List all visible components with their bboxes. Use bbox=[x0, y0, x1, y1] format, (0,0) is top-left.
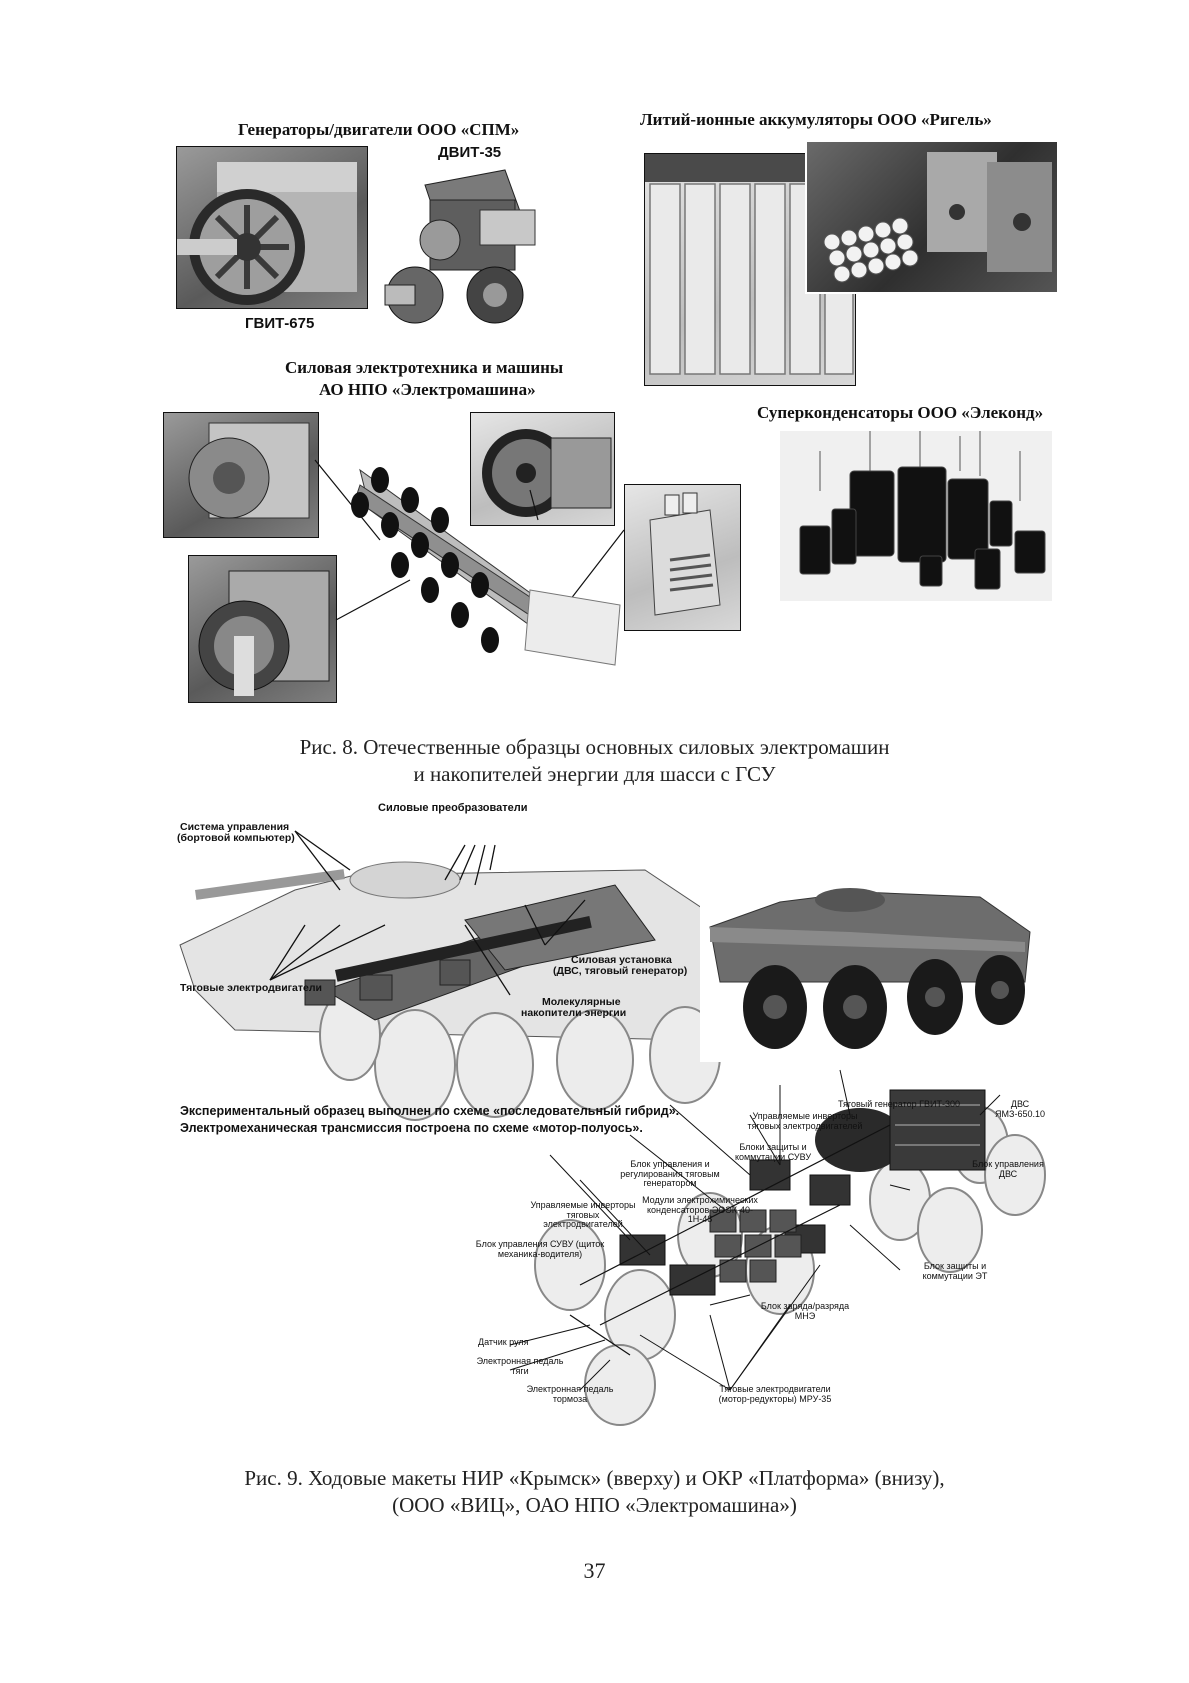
apc-photo-illustration bbox=[709, 888, 1031, 1049]
label-molecular-2: накопители энергии bbox=[521, 1007, 627, 1019]
motor-3-illustration bbox=[482, 429, 612, 517]
label-traction-motors: Тяговые электродвигатели bbox=[180, 982, 322, 994]
fig9-caption-line1: Рис. 9. Ходовые макеты НИР «Крымск» (вве… bbox=[244, 1466, 945, 1490]
motor-1-illustration bbox=[188, 422, 310, 519]
label-molecular-1: Молекулярные bbox=[542, 996, 621, 1008]
motor-2-illustration bbox=[198, 570, 330, 696]
page-number: 37 bbox=[583, 1558, 606, 1583]
apc-photo bbox=[700, 872, 1040, 1062]
supercap-photo bbox=[780, 431, 1052, 601]
label-power-unit-2: (ДВС, тяговый генератор) bbox=[553, 965, 688, 977]
note-line-2: Электромеханическая трансмиссия построен… bbox=[180, 1121, 643, 1135]
label-protection-units-top: Блоки защиты и коммутации СУВУ bbox=[734, 1142, 812, 1162]
battery-cells-illustration bbox=[823, 152, 1052, 283]
label-ice-control-unit: Блок управления ДВС bbox=[972, 1159, 1044, 1179]
label-modules: Модули электрохимических конденсаторов Э… bbox=[642, 1195, 758, 1224]
chassis-schematic bbox=[314, 459, 625, 666]
label-power-converters: Силовые преобразователи bbox=[378, 802, 528, 814]
label-controlled-inverters-top: Управляемые инверторы тяговых электродви… bbox=[747, 1111, 863, 1131]
label-gen-control-unit: Блок управления и регулирования тяговым … bbox=[620, 1159, 720, 1188]
label-traction-motors-bottom: Тяговые электродвигатели (мотор-редуктор… bbox=[718, 1384, 832, 1404]
converter-photo bbox=[624, 484, 741, 631]
label-charge-discharge: Блок заряда/разряда МНЭ bbox=[760, 1301, 850, 1321]
motor-photo-3 bbox=[470, 412, 615, 526]
note-line-1: Экспериментальный образец выполнен по сх… bbox=[180, 1104, 680, 1118]
fig9-caption-line2: (ООО «ВИЦ», ОАО НПО «Электромашина») bbox=[392, 1493, 797, 1517]
elmash-caption-line1: Силовая электротехника и машины bbox=[285, 358, 564, 377]
label-traction-generator: Тяговый генератор ГВИТ-300 bbox=[838, 1099, 961, 1109]
label-steering-sensor: Датчик руля bbox=[478, 1337, 529, 1347]
dvit-label: ДВИТ-35 bbox=[438, 144, 502, 161]
cutaway-leader-lines bbox=[269, 830, 586, 996]
rigel-caption: Литий-ионные аккумуляторы ООО «Ригель» bbox=[640, 110, 992, 129]
label-controlled-inverters-left: Управляемые инверторы тяговых электродви… bbox=[530, 1200, 636, 1229]
motor-photo-2 bbox=[188, 555, 337, 703]
motor-photo-1 bbox=[163, 412, 319, 538]
gvit-generator-photo bbox=[176, 146, 368, 309]
fig8-caption-line1: Рис. 8. Отечественные образцы основных с… bbox=[299, 735, 890, 759]
label-brake-pedal: Электронная педаль тормоза bbox=[526, 1384, 614, 1404]
battery-cells-photo bbox=[805, 140, 1059, 294]
fig8-caption-line2: и накопителей энергии для шасси с ГСУ bbox=[413, 762, 776, 786]
dvit-motor-illustration bbox=[384, 169, 536, 324]
spm-caption: Генераторы/двигатели ООО «СПМ» bbox=[238, 120, 520, 139]
elmash-caption-line2: АО НПО «Электромашина» bbox=[319, 380, 536, 399]
generator-illustration bbox=[177, 162, 357, 305]
label-power-unit-1: Силовая установка bbox=[571, 954, 672, 966]
gvit-label: ГВИТ-675 bbox=[245, 315, 315, 332]
platform-chassis-illustration bbox=[509, 1069, 1046, 1426]
converter-illustration bbox=[649, 492, 721, 616]
apc-cutaway-illustration bbox=[179, 861, 736, 1121]
supercap-illustration bbox=[799, 431, 1046, 590]
label-traction-pedal: Электронная педаль тяги bbox=[476, 1356, 564, 1376]
label-control-system-1: Система управления bbox=[180, 821, 290, 833]
label-ice: ДВС ЯМЗ-650.10 bbox=[995, 1099, 1045, 1119]
label-protection-et: Блок защиты и коммутации ЭТ bbox=[922, 1261, 988, 1281]
label-suvu-control: Блок управления СУВУ (щиток механика-вод… bbox=[475, 1239, 605, 1259]
label-control-system-2: (бортовой компьютер) bbox=[177, 832, 295, 844]
elekond-caption: Суперконденсаторы ООО «Элеконд» bbox=[757, 403, 1044, 422]
